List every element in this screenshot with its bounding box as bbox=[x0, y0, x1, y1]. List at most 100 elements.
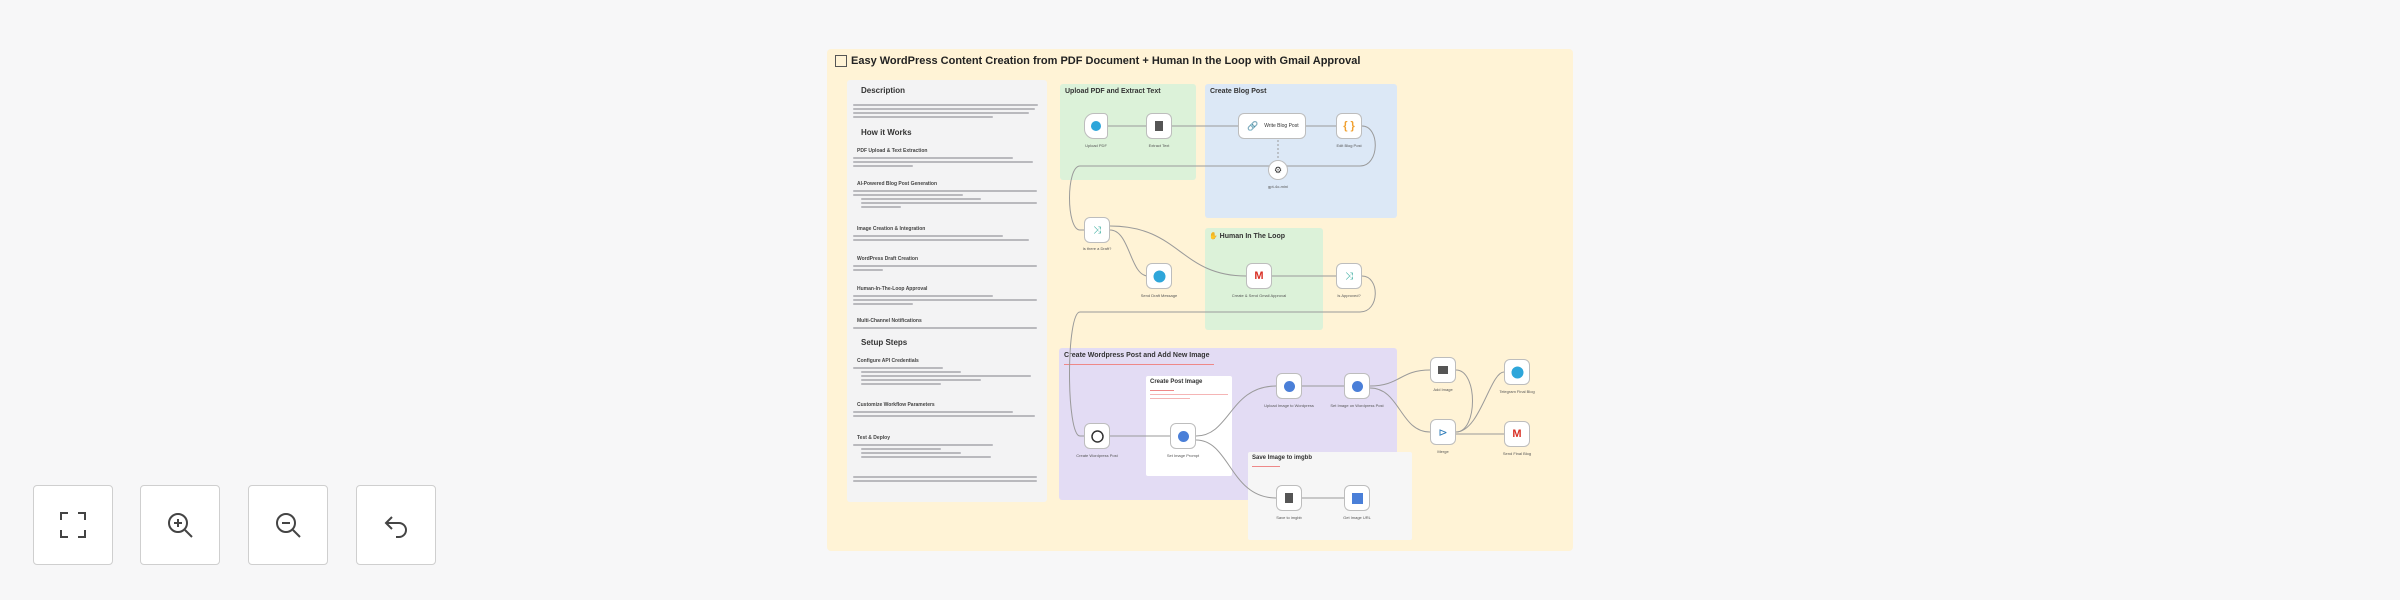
text-line bbox=[853, 265, 1037, 267]
text-line bbox=[853, 269, 883, 271]
node-save-imgbb[interactable] bbox=[1276, 485, 1302, 511]
file-save-icon bbox=[1285, 493, 1293, 503]
wire bbox=[1455, 369, 1473, 433]
sub-heading: Multi-Channel Notifications bbox=[857, 318, 922, 324]
text-line bbox=[861, 379, 981, 381]
text-line bbox=[861, 202, 1037, 204]
node-telegram-final[interactable] bbox=[1504, 359, 1530, 385]
node-edit-blog-post[interactable]: { } bbox=[1336, 113, 1362, 139]
node-add-image[interactable] bbox=[1430, 357, 1456, 383]
node-set-image-prompt[interactable] bbox=[1170, 423, 1196, 449]
telegram-icon bbox=[1511, 366, 1523, 378]
node-label: Merge bbox=[1437, 449, 1449, 454]
reset-zoom-button[interactable] bbox=[356, 485, 436, 565]
node-upload-image-wordpress[interactable] bbox=[1276, 373, 1302, 399]
node-label: Save to imgbb bbox=[1276, 515, 1302, 520]
code-braces-icon: { } bbox=[1343, 120, 1355, 132]
wordpress-upload-icon bbox=[1283, 380, 1295, 392]
sticky-label: Create Post Image bbox=[1150, 379, 1203, 385]
zoom-in-icon bbox=[168, 513, 193, 538]
text-line bbox=[853, 190, 1037, 192]
zoom-out-button[interactable] bbox=[248, 485, 328, 565]
sub-heading: Human-In-The-Loop Approval bbox=[857, 286, 928, 292]
text-line bbox=[853, 194, 963, 196]
node-label: Is there a Draft? bbox=[1082, 246, 1112, 251]
node-gmail-final[interactable]: M bbox=[1504, 421, 1530, 447]
node-label: Add Image bbox=[1433, 387, 1453, 392]
link-icon: 🔗 bbox=[1247, 120, 1259, 131]
note-icon bbox=[835, 55, 847, 67]
text-line bbox=[853, 367, 943, 369]
text-line bbox=[853, 299, 1037, 301]
node-write-blog-post[interactable]: 🔗 Write Blog Post bbox=[1238, 113, 1306, 139]
text-line bbox=[861, 456, 991, 458]
text-line bbox=[861, 383, 941, 385]
sub-heading: PDF Upload & Text Extraction bbox=[857, 148, 928, 154]
node-upload-pdf[interactable] bbox=[1084, 113, 1108, 139]
node-label: Edit Blog Post bbox=[1336, 143, 1362, 148]
text-line bbox=[853, 104, 1038, 106]
description-panel: Description How it Works PDF Upload & Te… bbox=[847, 80, 1047, 502]
text-line bbox=[853, 112, 1029, 114]
text-line bbox=[853, 411, 1013, 413]
node-label: gpt-4o-mini bbox=[1267, 184, 1289, 189]
group-label: ✋ Human In The Loop bbox=[1209, 232, 1285, 240]
sticky-text bbox=[1150, 398, 1190, 399]
group-label-text: Human In The Loop bbox=[1219, 233, 1285, 240]
node-label: Set Image Prompt bbox=[1166, 453, 1200, 458]
node-label: Create & Send Gmail Approval bbox=[1231, 293, 1287, 298]
group-label: Create Blog Post bbox=[1210, 88, 1267, 95]
image-icon bbox=[1438, 366, 1448, 374]
thumbs-icon: ✋ bbox=[1209, 233, 1220, 240]
wordpress-icon bbox=[1090, 429, 1104, 443]
gmail-icon: M bbox=[1512, 428, 1522, 440]
node-merge[interactable]: ⊳ bbox=[1430, 419, 1456, 445]
text-line bbox=[861, 375, 1031, 377]
wire bbox=[1369, 387, 1431, 433]
text-line bbox=[853, 235, 1003, 237]
text-line bbox=[853, 239, 1029, 241]
text-line bbox=[861, 371, 961, 373]
fit-view-button[interactable] bbox=[33, 485, 113, 565]
http-request-icon bbox=[1177, 430, 1189, 442]
zoom-in-button[interactable] bbox=[140, 485, 220, 565]
zoom-out-icon bbox=[276, 513, 301, 538]
how-it-works-heading: How it Works bbox=[861, 128, 912, 137]
node-send-draft[interactable] bbox=[1146, 263, 1172, 289]
group-label: Upload PDF and Extract Text bbox=[1065, 88, 1161, 95]
node-label: Upload Image to Wordpress bbox=[1264, 403, 1314, 408]
text-line bbox=[853, 295, 993, 297]
text-line bbox=[853, 480, 1037, 482]
sub-heading: Test & Deploy bbox=[857, 435, 890, 441]
group-subtitle bbox=[1064, 364, 1214, 365]
sticky-save-image[interactable]: Save Image to imgbb bbox=[1248, 452, 1412, 540]
node-set-image-on-post[interactable] bbox=[1344, 373, 1370, 399]
text-line bbox=[853, 444, 993, 446]
text-line bbox=[861, 198, 981, 200]
text-line bbox=[853, 476, 1037, 478]
sub-heading: AI-Powered Blog Post Generation bbox=[857, 181, 938, 187]
sticky-text bbox=[1150, 394, 1228, 395]
node-is-approved[interactable]: ⤨ bbox=[1336, 263, 1362, 289]
node-get-image-url[interactable] bbox=[1344, 485, 1370, 511]
node-gmail-approval[interactable]: M bbox=[1246, 263, 1272, 289]
sticky-label: Save Image to imgbb bbox=[1252, 455, 1313, 461]
node-gpt-model[interactable]: ⚙ bbox=[1268, 160, 1288, 180]
setup-steps-heading: Setup Steps bbox=[861, 338, 908, 347]
wordpress-image-icon bbox=[1351, 380, 1363, 392]
wire bbox=[1195, 439, 1277, 499]
node-label: Extract Text bbox=[1148, 143, 1170, 148]
text-line bbox=[861, 448, 941, 450]
group-upload-pdf[interactable]: Upload PDF and Extract Text bbox=[1060, 84, 1196, 180]
group-create-blog-post[interactable]: Create Blog Post bbox=[1205, 84, 1397, 218]
node-is-there-draft[interactable]: ⤨ bbox=[1084, 217, 1110, 243]
node-create-wordpress-post[interactable] bbox=[1084, 423, 1110, 449]
node-label: Telegram Final Blog bbox=[1499, 389, 1535, 394]
node-extract-text[interactable] bbox=[1146, 113, 1172, 139]
text-line bbox=[853, 157, 1013, 159]
sub-heading: Customize Workflow Parameters bbox=[857, 402, 935, 408]
node-label: Is Approved? bbox=[1337, 293, 1361, 298]
node-label: Send Final Blog bbox=[1502, 451, 1532, 456]
